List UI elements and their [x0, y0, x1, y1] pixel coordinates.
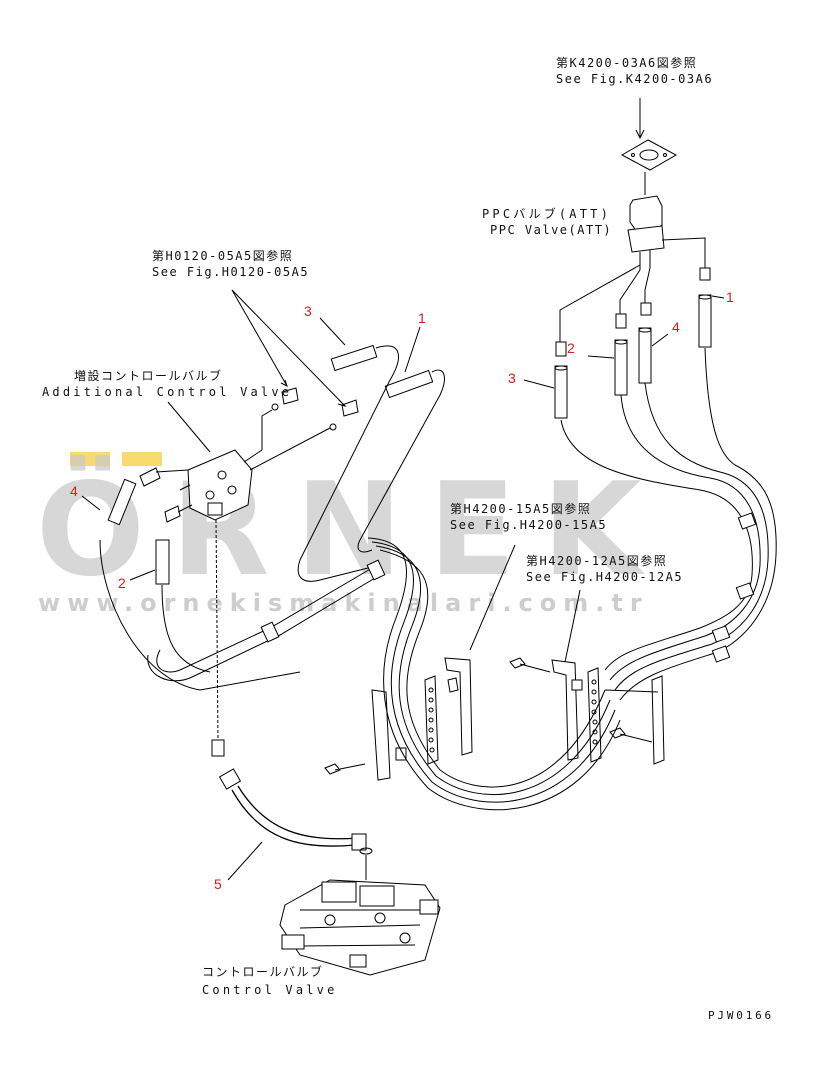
ppc-valve-label-en: PPC Valve(ATT)	[490, 223, 612, 237]
callout-4-right: 4	[672, 319, 680, 335]
control-valve	[279, 879, 441, 976]
ref-h4200-12-jp: 第H4200-12A5図参照	[526, 553, 667, 568]
right-hose-part-2	[614, 339, 628, 396]
ppc-valve-assembly	[559, 98, 706, 345]
clamp-brackets	[324, 657, 665, 781]
ref-k4200-en: See Fig.K4200-03A6	[556, 72, 713, 86]
callout-3-right: 3	[508, 370, 516, 386]
hose-part-5-assembly	[211, 519, 373, 880]
leader-lines	[167, 289, 659, 693]
right-fittings	[554, 267, 712, 419]
callout-1-top: 1	[418, 310, 426, 326]
watermark-accent-right	[122, 452, 162, 466]
watermark: ÖRNEK www.ornekismakinalari.com.tr	[36, 452, 667, 617]
mounting-plate	[620, 139, 678, 171]
callout-leaders	[81, 295, 725, 881]
ref-h0120-jp: 第H0120-05A5図参照	[152, 248, 293, 263]
watermark-brand: ÖRNEK	[36, 455, 667, 605]
callout-2-right: 2	[567, 340, 575, 356]
callout-4-left: 4	[70, 483, 78, 499]
ref-h4200-15-jp: 第H4200-15A5図参照	[450, 501, 591, 516]
ref-h0120-en: See Fig.H0120-05A5	[152, 265, 309, 279]
hose-loops-center	[147, 344, 445, 682]
callout-3-top: 3	[304, 303, 312, 319]
additional-control-valve-label-jp: 増設コントロールバルブ	[74, 368, 223, 383]
hose-part-1-top	[384, 369, 434, 399]
callout-2-left: 2	[118, 575, 126, 591]
callout-5: 5	[214, 876, 222, 892]
drawing-code: PJW0166	[708, 1009, 774, 1022]
right-hose-part-1	[698, 294, 712, 348]
hose-bundle-middle	[367, 537, 621, 811]
ref-k4200-jp: 第K4200-03A6図参照	[556, 55, 697, 70]
additional-control-valve-label-en: Additional Control Valve	[42, 385, 292, 399]
control-valve-label-en: Control Valve	[202, 983, 338, 997]
callout-1-right: 1	[726, 289, 734, 305]
hose-part-3-top	[330, 344, 378, 372]
hose-bundle-right	[560, 347, 777, 701]
hose-part-4-left	[107, 478, 137, 526]
watermark-accent-left	[70, 452, 110, 466]
left-hoses	[99, 478, 301, 691]
right-hose-part-3	[554, 365, 568, 419]
hose-part-2-left	[155, 539, 170, 585]
ppc-valve-label-jp: PPCバルブ(ATT)	[482, 206, 611, 221]
control-valve-label-jp: コントロールバルブ	[202, 964, 324, 979]
watermark-url: www.ornekismakinalari.com.tr	[38, 589, 649, 617]
ref-h4200-15-en: See Fig.H4200-15A5	[450, 518, 607, 532]
ref-h4200-12-en: See Fig.H4200-12A5	[526, 570, 683, 584]
right-hose-part-4	[638, 327, 652, 384]
additional-control-valve	[139, 387, 359, 523]
